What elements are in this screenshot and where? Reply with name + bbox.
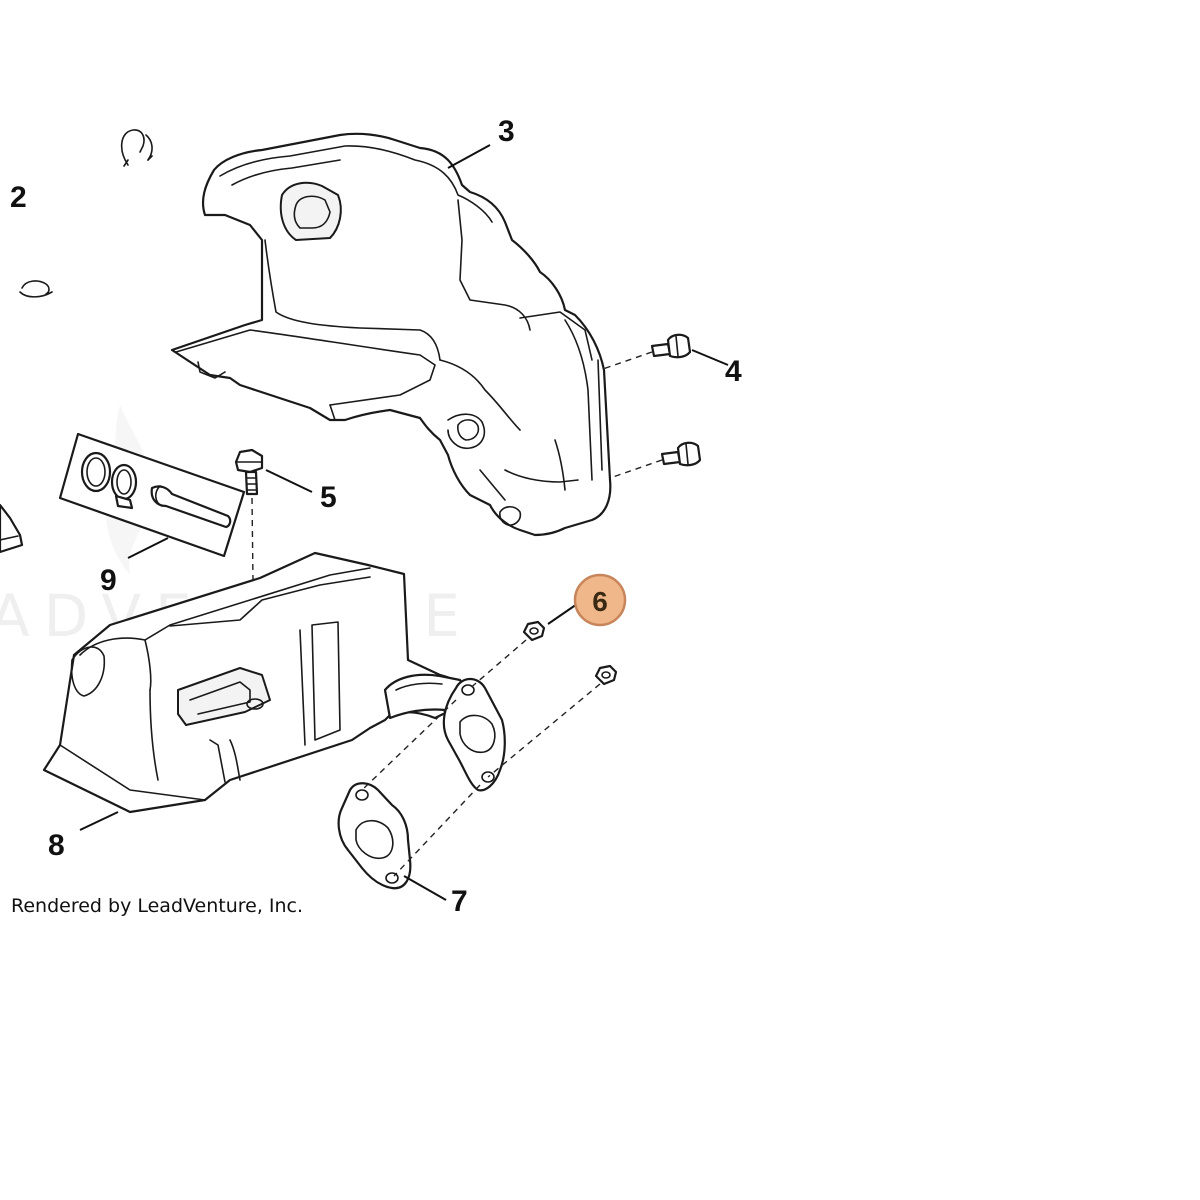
shroud-part-3[interactable] [170,132,612,537]
bolt-part-5[interactable] [234,448,264,496]
callout-7[interactable]: 7 [451,885,468,918]
svg-text:3: 3 [498,115,515,148]
hose-clip-upper[interactable] [120,129,153,167]
muffler-flange[interactable] [442,677,506,792]
svg-text:2: 2 [10,181,27,214]
render-credit: Rendered by LeadVenture, Inc. [11,895,303,917]
hose-clip-lower[interactable] [19,280,53,298]
callout-8[interactable]: 8 [48,829,65,862]
svg-text:8: 8 [48,829,65,862]
svg-text:5: 5 [320,481,337,514]
callout-6-highlighted[interactable]: 6 [573,573,627,627]
callout-2[interactable]: 2 [10,181,27,214]
svg-text:4: 4 [725,355,742,388]
callout-5[interactable]: 5 [320,481,337,514]
svg-text:7: 7 [451,885,468,918]
svg-text:6: 6 [592,586,608,617]
callout-3[interactable]: 3 [498,115,515,148]
screw-part-4-lower[interactable] [660,441,702,467]
gasket-part-7[interactable] [337,782,412,890]
callout-9[interactable]: 9 [100,564,117,597]
kit-part-9[interactable] [58,432,246,558]
part-2-fragment[interactable] [0,503,24,554]
nut-part-6-upper[interactable] [522,620,546,642]
screw-part-4-upper[interactable] [650,333,692,359]
muffler-part-8[interactable] [42,551,474,814]
nut-part-6-lower[interactable] [594,664,618,686]
svg-text:9: 9 [100,564,117,597]
callout-highlight-circle [573,573,627,627]
callout-4[interactable]: 4 [725,355,742,388]
